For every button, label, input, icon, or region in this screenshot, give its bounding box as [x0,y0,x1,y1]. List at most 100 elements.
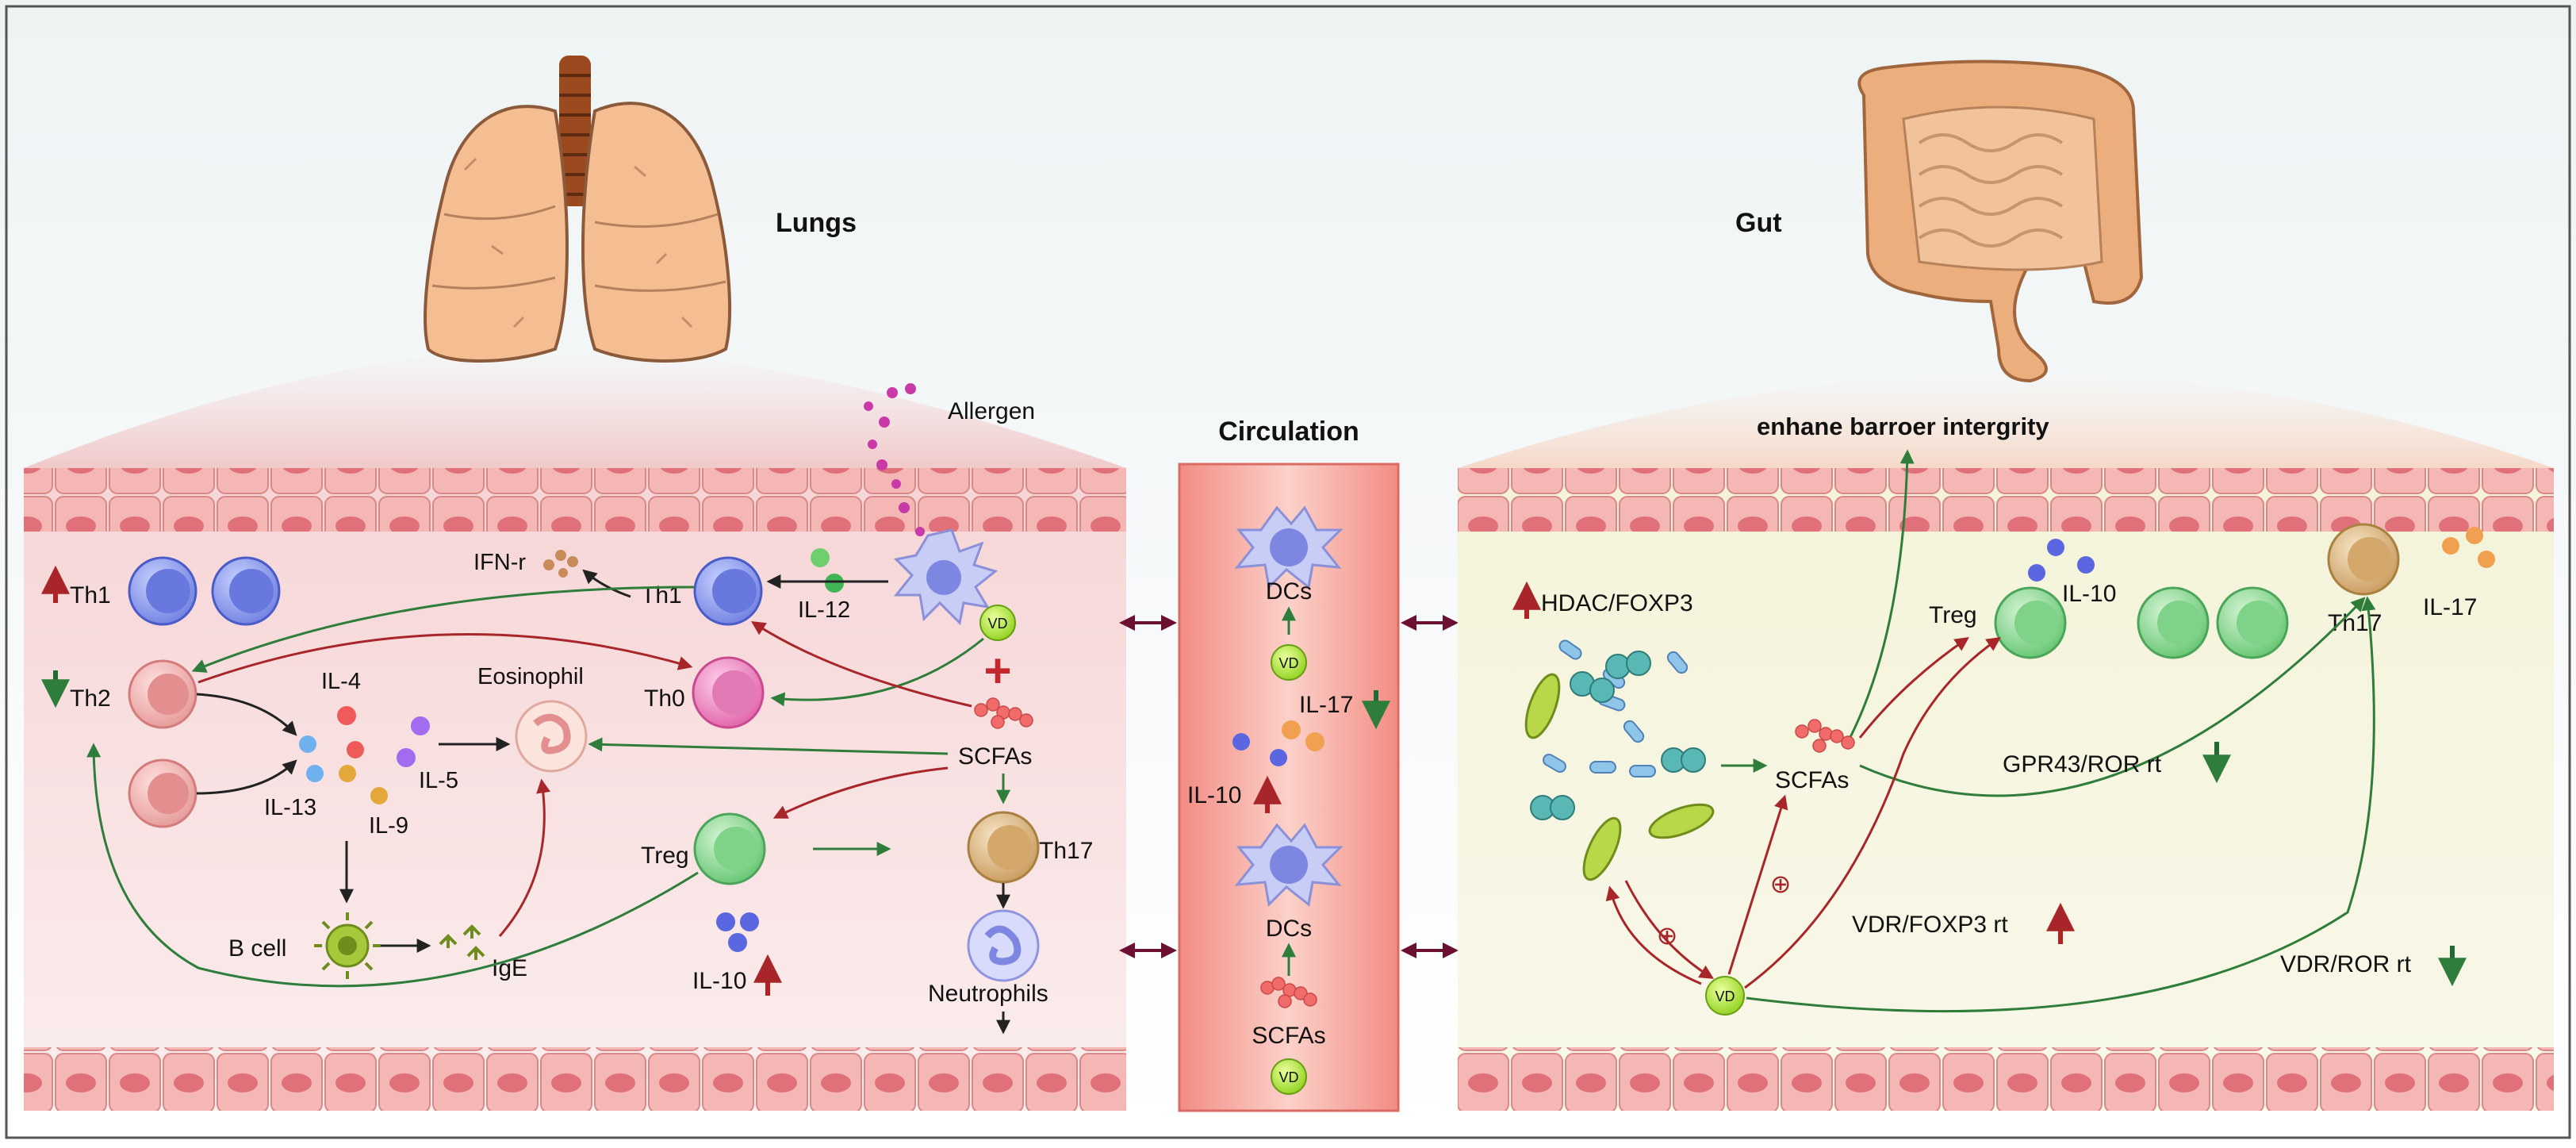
il5-particle [411,716,430,735]
vd-badge-circ-bottom [1271,1058,1307,1095]
vd-badge-circ-top [1271,644,1307,681]
lung-epithelium-top [24,468,1126,532]
scfas-label-lung: SCFAs [958,743,1032,770]
th0-label: Th0 [644,685,685,712]
gut-glow [1458,373,2554,468]
vd-badge-gut [1705,976,1745,1016]
arrow-scfas-to-barrier [1846,449,1915,743]
arrow-th2-to-cytokines [196,759,297,795]
il5-label: IL-5 [419,768,458,793]
arrow-vd-to-th0 [770,637,984,707]
il17-particle [2442,537,2459,555]
eosinophil-nucleus [533,713,571,754]
dcs-label-bottom: DCs [1266,916,1312,942]
treg-nucleus [714,827,758,871]
arrow-vd-to-treg [1744,636,2001,989]
arrow-scfas-to-th17 [1859,597,2366,797]
arrow-bacteria-to-vd [1624,880,1715,979]
il17-particle [1305,732,1324,751]
circulation-title: Circulation [1218,417,1359,447]
th1-label-left: Th1 [70,582,111,609]
ifn-particles [543,550,578,578]
bcell-label: B cell [228,935,286,962]
th17-nucleus [2348,537,2392,582]
il10-particle [2047,539,2064,556]
plus-circle-icon: ⊕ [1770,870,1792,898]
bcell [314,912,381,979]
il10-label-lung: IL-10 [692,968,746,994]
treg-nucleus [2014,601,2059,645]
lung-epithelium-bottom [24,1047,1126,1111]
allergen-label: Allergen [948,398,1035,424]
th1-nucleus-top [712,569,757,613]
th2-nucleus [148,674,189,715]
outer-frame [5,5,2571,1139]
il13-particle [299,735,316,753]
gpr43-label: GPR43/ROR rt [2003,751,2162,777]
vdr-ror-label: VDR/ROR rt [2280,951,2412,977]
il17-particle [2478,551,2495,568]
il10-particle [740,912,759,931]
il9-particle [339,765,356,782]
scfas-label-circ: SCFAs [1252,1023,1325,1049]
lung-glow [24,349,1126,468]
arrow-th2-to-cytokines [196,693,297,736]
lungs-illustration [424,56,731,363]
arrow-treg-to-th2 [86,743,699,988]
intestine-illustration [1857,60,2144,383]
lungs-title: Lungs [776,208,857,238]
arrow-scfas-to-treg [1858,636,1969,739]
il10-particle [728,933,747,952]
il4-particle [337,706,356,725]
scfas-particles-lung [974,697,1033,729]
il10-label-circ: IL-10 [1187,782,1241,808]
arrow-scfas-to-treg [772,766,949,819]
vd-label-circ-bottom: VD [1278,1069,1298,1085]
il4-label: IL-4 [321,669,361,694]
il17-particle [2466,527,2483,544]
treg-label-gut: Treg [1929,602,1977,628]
arrow-scfas-to-eosinophil [588,737,949,755]
il9-particle [370,787,388,804]
il13-label: IL-13 [264,795,316,820]
dendritic-cell-lung [893,528,999,626]
dendritic-cell-circ-bottom [1234,823,1344,908]
vd-label-gut: VD [1715,989,1735,1004]
th1-nucleus [146,569,190,613]
scfas-particles-circ [1260,977,1317,1008]
arrow-th2-th0 [197,633,693,684]
dendritic-cell-circ-top [1234,505,1344,590]
th17-label-lung: Th17 [1039,838,1093,864]
scfas-label-gut: SCFAs [1775,767,1849,793]
il17-particle [1282,720,1301,739]
il10-particle [2028,564,2045,582]
il5-particle [397,748,416,767]
neutrophil-nucleus [984,925,1022,966]
dcs-label-top: DCs [1266,578,1312,605]
th1-nucleus [229,569,274,613]
il12-label: IL-12 [798,597,850,623]
hdac-label: HDAC/FOXP3 [1541,590,1693,616]
gut-title: Gut [1735,208,1782,238]
arrow-th1-to-ifn [582,569,631,598]
il13-particle [306,765,324,782]
vd-label-circ-top: VD [1278,655,1298,671]
il10-label-gut: IL-10 [2062,581,2116,607]
il10-particle [716,912,735,931]
gut-epithelium-bottom [1458,1047,2554,1111]
plus-circle-icon: ⊕ [1657,921,1678,950]
ige-antibodies [439,924,485,960]
arrow-vd-to-bacteria [1605,885,1702,985]
neutrophils-label: Neutrophils [928,981,1048,1007]
treg-nucleus [2237,601,2281,645]
arrow-vd-to-scfas [1727,794,1788,975]
arrow-ige-to-eosinophil [498,778,551,937]
il10-particle [1232,733,1250,751]
th2-nucleus [148,773,189,814]
vd-badge-lung [979,605,1016,641]
bacteria-cluster [1524,639,1715,881]
eosinophil-cell [515,700,588,773]
neutrophil-cell [967,909,1040,982]
